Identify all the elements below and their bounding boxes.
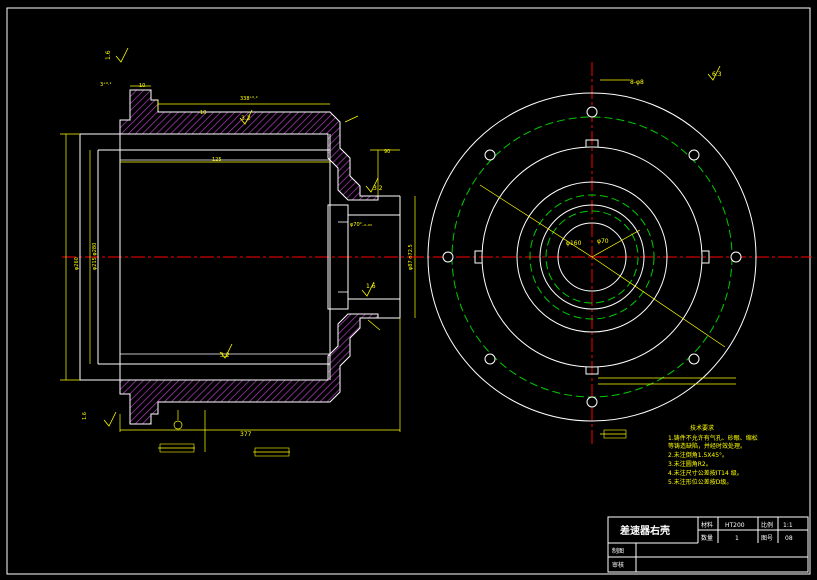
svg-text:φ70⁰₋₀.₀₃: φ70⁰₋₀.₀₃ — [350, 222, 372, 228]
svg-text:HT200: HT200 — [725, 522, 745, 529]
svg-text:1.铸件不允许有气孔、砂眼、缩松: 1.铸件不允许有气孔、砂眼、缩松 — [668, 434, 758, 442]
svg-text:338⁺⁰·²: 338⁺⁰·² — [240, 96, 258, 102]
svg-text:审核: 审核 — [612, 561, 624, 569]
svg-text:10: 10 — [139, 83, 145, 89]
flange-outline — [79, 133, 121, 381]
part-name: 差速器右壳 — [620, 524, 670, 537]
svg-text:1.6: 1.6 — [366, 283, 376, 290]
svg-text:4.未注尺寸公差按IT14 级。: 4.未注尺寸公差按IT14 级。 — [668, 469, 743, 477]
drawing-frame — [6, 7, 811, 575]
svg-text:125: 125 — [212, 157, 222, 163]
wall-top-hatched — [119, 89, 379, 201]
svg-text:2.未注倒角1.5X45°。: 2.未注倒角1.5X45°。 — [668, 451, 728, 459]
svg-text:90: 90 — [384, 149, 390, 155]
svg-text:3.2: 3.2 — [220, 352, 230, 359]
title-block — [607, 516, 809, 573]
title-block-text: 差速器右壳 材料 HT200 比例 1:1 数量 1 图号 08 制图 审核 — [612, 521, 793, 569]
svg-text:φ260: φ260 — [74, 257, 80, 270]
svg-text:φ160: φ160 — [566, 240, 582, 247]
svg-text:6.3: 6.3 — [712, 71, 722, 78]
outer-flange-circle — [427, 92, 757, 422]
svg-text:φ215 φ280: φ215 φ280 — [92, 243, 98, 270]
dimension-lines — [60, 85, 416, 453]
svg-text:5.未注形位公差按D级。: 5.未注形位公差按D级。 — [668, 478, 732, 486]
svg-text:1.6: 1.6 — [82, 412, 88, 420]
svg-text:图号: 图号 — [761, 535, 773, 542]
svg-text:比例: 比例 — [761, 521, 773, 529]
svg-text:材料: 材料 — [701, 521, 713, 529]
svg-text:1:1: 1:1 — [783, 522, 793, 529]
svg-text:数量: 数量 — [701, 534, 713, 542]
svg-text:10: 10 — [200, 110, 206, 116]
svg-text:8-φ8: 8-φ8 — [630, 79, 644, 86]
dimension-text: 1.6 3⁺⁰·¹ 10 338⁺⁰·² 10 3.2 125 3.2 1.6 … — [74, 50, 722, 438]
svg-text:08: 08 — [785, 535, 793, 542]
tolerance-frames — [159, 429, 627, 457]
tech-requirements: 技术要求 1.铸件不允许有气孔、砂眼、缩松 等铸造缺陷，并经时效处理。 2.未注… — [668, 424, 758, 486]
section-view — [62, 89, 420, 425]
svg-text:377: 377 — [240, 431, 252, 438]
wall-bottom-hatched — [119, 313, 379, 425]
svg-text:等铸造缺陷，并经时效处理。: 等铸造缺陷，并经时效处理。 — [668, 442, 746, 450]
svg-text:制图: 制图 — [612, 547, 624, 555]
svg-text:3⁺⁰·¹: 3⁺⁰·¹ — [100, 82, 111, 88]
svg-text:1: 1 — [735, 535, 739, 542]
roughness-symbols — [103, 47, 721, 427]
tech-req-title: 技术要求 — [690, 424, 714, 432]
svg-text:3.2: 3.2 — [373, 185, 383, 192]
svg-text:3.2: 3.2 — [241, 115, 251, 122]
keyways — [474, 139, 710, 375]
svg-text:1.6: 1.6 — [105, 50, 112, 60]
svg-text:φ70: φ70 — [597, 238, 609, 245]
end-view: φ160 φ70 8-φ8 — [410, 62, 812, 445]
bolt-holes — [442, 106, 742, 408]
svg-text:3.未注圆角R2。: 3.未注圆角R2。 — [668, 460, 712, 468]
